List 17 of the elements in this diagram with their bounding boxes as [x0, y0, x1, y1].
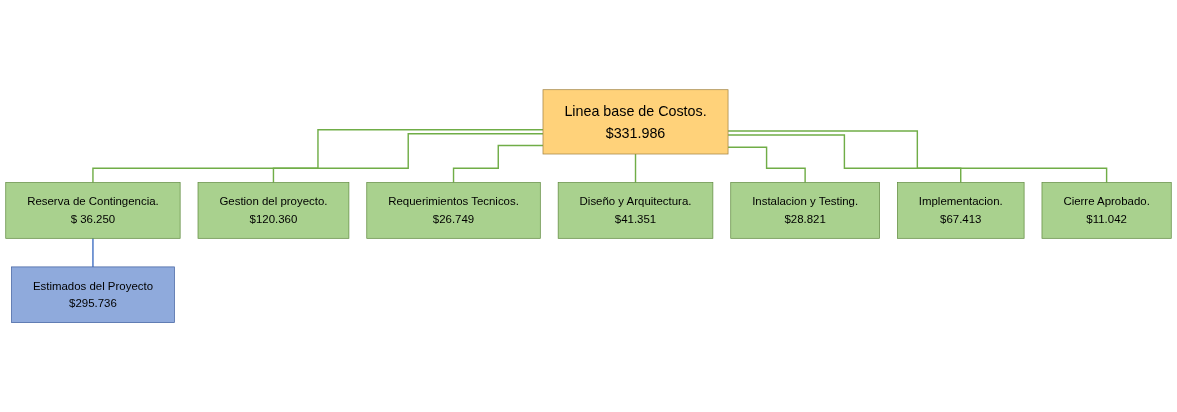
connector: [727, 146, 806, 184]
node-box: Reserva de Contingencia. $ 36.250: [5, 182, 181, 239]
connector: [92, 237, 94, 268]
node-box: Cierre Aprobado. $11.042: [1041, 182, 1172, 239]
connector: [92, 128, 544, 184]
connector: [727, 134, 962, 184]
node-box: Gestion del proyecto. $120.360: [197, 182, 350, 239]
node-box: Linea base de Costos. $331.986: [542, 89, 729, 155]
connector: [452, 144, 544, 184]
node-box: Instalacion y Testing. $28.821: [730, 182, 880, 239]
connector: [727, 130, 1108, 184]
node-box: Estimados del Proyecto $295.736: [11, 266, 175, 323]
node-box: Implementacion. $67.413: [897, 182, 1025, 239]
node-box: Requerimientos Tecnicos. $26.749: [366, 182, 541, 239]
node-box: Diseño y Arquitectura. $41.351: [557, 182, 714, 239]
connector: [272, 132, 544, 184]
connector: [634, 153, 637, 184]
